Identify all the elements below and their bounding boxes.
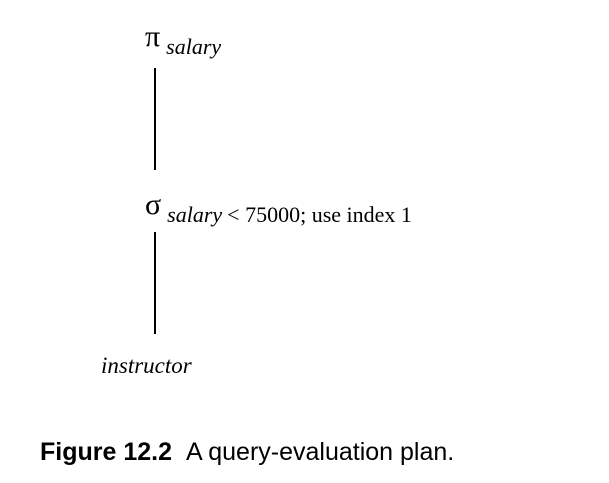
selection-attribute: salary: [167, 202, 223, 227]
figure-caption: Figure 12.2 A query-evaluation plan.: [40, 440, 454, 465]
projection-attribute: salary: [166, 34, 222, 59]
relation-instructor: instructor: [101, 353, 192, 378]
edge-selection-relation: [154, 232, 156, 334]
sigma-symbol: σ: [145, 188, 162, 221]
figure-caption-text: A query-evaluation plan.: [186, 438, 455, 466]
edge-projection-selection: [154, 68, 156, 170]
pi-symbol: π: [145, 20, 161, 53]
selection-condition: < 75000; use index 1: [227, 202, 412, 227]
figure-label: Figure 12.2: [40, 438, 172, 466]
